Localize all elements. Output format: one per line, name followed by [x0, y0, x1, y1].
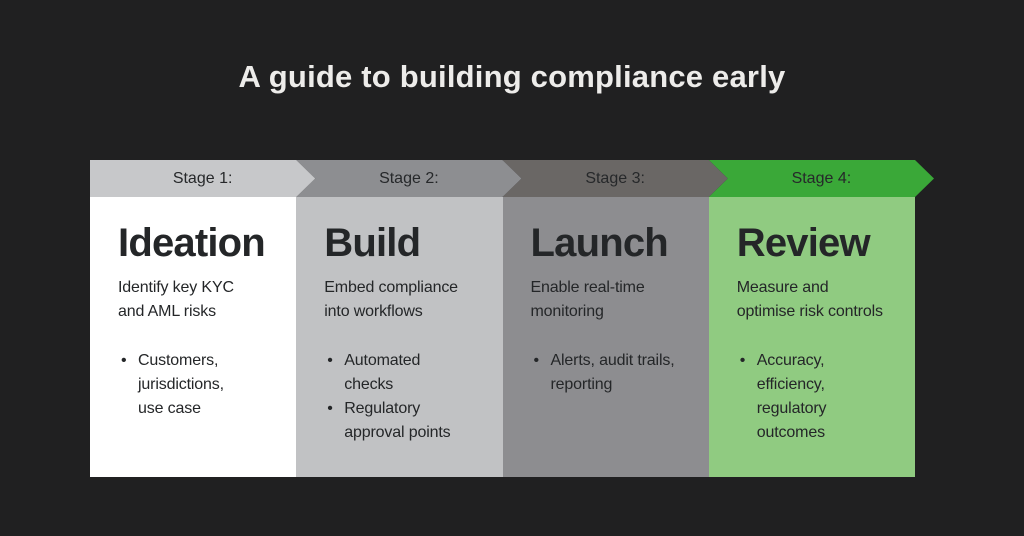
stage4-bullet-list: Accuracy, efficiency, regulatory outcome…	[737, 349, 909, 445]
stage3-label: Stage 3:	[585, 169, 645, 187]
stage2-heading: Build	[324, 221, 421, 265]
stage3-bullet-1: Alerts, audit trails, reporting	[550, 352, 675, 393]
bullet-item: Automated checks	[324, 349, 496, 397]
stage-columns: Ideation Identify key KYC and AML risks …	[90, 197, 915, 477]
stage4-column-review: Review Measure and optimise risk control…	[708, 197, 915, 477]
stage3-bullet-list: Alerts, audit trails, reporting	[531, 349, 703, 397]
stage2-bullet-1: Automated checks	[344, 352, 421, 393]
stage1-bullet-1: Customers, jurisdictions, use case	[138, 352, 224, 417]
stage1-column-ideation: Ideation Identify key KYC and AML risks …	[90, 197, 297, 477]
stage1-label: Stage 1:	[172, 169, 233, 187]
stage4-label: Stage 4:	[791, 169, 852, 187]
stage2-column-build: Build Embed compliance into workflows Au…	[296, 197, 503, 477]
stage4-bullet-1: Accuracy, efficiency, regulatory outcome…	[756, 352, 827, 441]
stage2-bullet-2: Regulatory approval points	[344, 400, 451, 441]
stage1-heading: Ideation	[118, 221, 266, 265]
stage1-description: Identify key KYC and AML risks	[118, 279, 234, 320]
stage4-heading: Review	[736, 221, 871, 265]
bullet-item: Alerts, audit trails, reporting	[531, 349, 703, 397]
stages-diagram: Stage 1: Stage 2: Stage 3: Stage 4: Idea…	[90, 160, 915, 477]
stage2-bullet-list: Automated checks Regulatory approval poi…	[324, 349, 496, 445]
stage-header-row: Stage 1: Stage 2: Stage 3: Stage 4:	[90, 160, 915, 197]
stage2-label: Stage 2:	[379, 169, 439, 187]
bullet-item: Customers, jurisdictions, use case	[118, 349, 290, 421]
stage3-heading: Launch	[530, 221, 669, 265]
stage2-description: Embed compliance into workflows	[324, 279, 458, 320]
page-title: A guide to building compliance early	[238, 59, 786, 94]
stage2-header-chevron: Stage 2:	[296, 160, 521, 197]
stage1-bullet-list: Customers, jurisdictions, use case	[118, 349, 290, 421]
stage4-description: Measure and optimise risk controls	[736, 279, 883, 320]
stage3-header-chevron: Stage 3:	[503, 160, 728, 197]
bullet-item: Accuracy, efficiency, regulatory outcome…	[737, 349, 909, 445]
stage1-header-chevron: Stage 1:	[90, 160, 315, 197]
bullet-item: Regulatory approval points	[324, 397, 496, 445]
stage3-description: Enable real-time monitoring	[530, 279, 645, 320]
stage4-header-chevron: Stage 4:	[709, 160, 934, 197]
stage3-column-launch: Launch Enable real-time monitoring Alert…	[502, 197, 709, 477]
